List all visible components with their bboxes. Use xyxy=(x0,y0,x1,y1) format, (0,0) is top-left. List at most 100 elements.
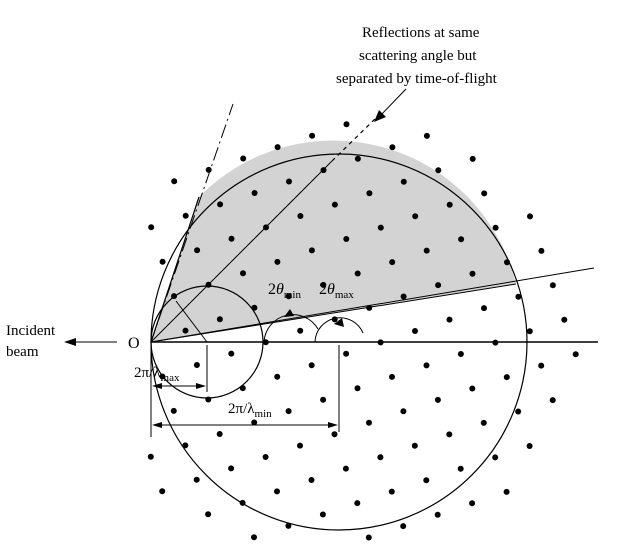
lattice-point xyxy=(538,247,545,254)
kmax-label-main: 2π/λ xyxy=(134,365,161,381)
lattice-point xyxy=(319,511,326,518)
lattice-point xyxy=(412,328,418,334)
lattice-point xyxy=(365,534,372,541)
lattice-point xyxy=(343,121,350,128)
annotation-line-2: scattering angle but xyxy=(359,48,477,64)
lattice-point xyxy=(481,190,488,197)
annotation-arrowhead xyxy=(374,110,386,122)
lattice-point xyxy=(274,258,281,265)
angle-arrowhead-max xyxy=(334,318,344,327)
lattice-point xyxy=(526,328,533,335)
lattice-point xyxy=(354,155,361,162)
lattice-point xyxy=(400,293,407,300)
lattice-point xyxy=(331,316,338,323)
origin-label: O xyxy=(128,335,140,352)
annotation-line-3: separated by time-of-flight xyxy=(336,71,498,87)
lattice-point xyxy=(446,201,453,208)
lattice-point xyxy=(320,396,327,403)
lattice-point xyxy=(308,247,315,254)
small-circle-radius xyxy=(175,300,208,343)
lattice-point xyxy=(297,442,303,449)
reciprocal-lattice-points xyxy=(147,121,579,541)
lattice-point xyxy=(274,488,280,495)
kmax-label-subscript: max xyxy=(161,372,180,384)
lattice-point xyxy=(274,373,281,380)
lattice-point xyxy=(388,488,395,495)
lattice-point xyxy=(389,373,395,380)
lattice-point xyxy=(182,212,189,219)
lattice-point xyxy=(412,213,419,220)
lattice-point xyxy=(240,155,247,162)
kmin-label-main: 2π/λ xyxy=(228,401,255,417)
lattice-point xyxy=(377,454,384,461)
lattice-point xyxy=(377,224,384,231)
kmax-arrow-left xyxy=(152,383,162,389)
lattice-point xyxy=(309,132,316,139)
lattice-point xyxy=(285,408,292,415)
lattice-point xyxy=(400,178,407,185)
lattice-point xyxy=(400,408,407,415)
lattice-point xyxy=(171,178,178,185)
lattice-point xyxy=(262,454,269,460)
scattered-line-2theta-max xyxy=(150,267,595,343)
lattice-point xyxy=(228,465,235,472)
lattice-point xyxy=(527,213,533,220)
lattice-point xyxy=(481,305,487,312)
lattice-point xyxy=(423,132,430,139)
lattice-point xyxy=(251,534,257,541)
lattice-point xyxy=(572,351,579,358)
kmax-label: 2π/λmax xyxy=(134,365,180,384)
lattice-point xyxy=(515,408,522,415)
lattice-point xyxy=(147,453,154,460)
lattice-point xyxy=(354,385,361,392)
lattice-point xyxy=(423,362,430,369)
angle-arrowhead-min xyxy=(284,309,294,317)
lattice-point xyxy=(503,374,510,381)
lattice-point xyxy=(434,396,441,403)
incident-label-line-2: beam xyxy=(6,344,39,360)
lattice-point xyxy=(331,431,338,438)
lattice-point xyxy=(216,316,223,323)
lattice-point xyxy=(549,282,556,289)
lattice-point xyxy=(308,362,315,369)
lattice-point xyxy=(366,419,372,426)
lattice-point xyxy=(182,442,189,449)
lattice-point xyxy=(148,224,155,231)
kmin-arrow-left xyxy=(152,422,162,428)
two-theta-max-label: 2θmax xyxy=(319,281,354,301)
left-dash-dot-line xyxy=(150,103,234,343)
kmin-label-subscript: min xyxy=(255,408,273,420)
two-theta-min-label: 2θmin xyxy=(268,281,301,301)
lattice-point xyxy=(193,476,200,483)
lattice-point xyxy=(297,327,304,334)
lattice-point xyxy=(354,270,361,277)
two-theta-max-prefix: 2 xyxy=(319,281,327,298)
lattice-point xyxy=(389,259,396,266)
lattice-point xyxy=(216,431,223,437)
annotation-line-1: Reflections at same xyxy=(362,25,480,41)
lattice-point xyxy=(503,488,510,495)
lattice-point xyxy=(366,190,373,197)
lattice-point xyxy=(205,511,212,518)
lattice-point xyxy=(366,304,373,311)
two-theta-min-symbol: θ xyxy=(276,281,284,298)
lattice-point xyxy=(251,190,258,196)
lattice-point xyxy=(159,488,166,495)
lattice-point xyxy=(561,316,568,323)
lattice-point xyxy=(343,236,350,242)
lattice-point xyxy=(286,178,292,185)
accessible-region-shading xyxy=(151,140,516,342)
lattice-point xyxy=(194,247,201,254)
lattice-point xyxy=(320,281,327,288)
lattice-point xyxy=(308,477,315,483)
lattice-point xyxy=(435,167,442,174)
angle-arc-2theta-max xyxy=(314,317,364,343)
lattice-point xyxy=(354,500,361,507)
lattice-point xyxy=(446,431,453,438)
lattice-point xyxy=(400,523,407,530)
two-theta-min-subscript: min xyxy=(284,289,302,301)
lattice-point xyxy=(285,293,292,300)
lattice-point xyxy=(515,293,522,300)
lattice-point xyxy=(159,258,166,265)
